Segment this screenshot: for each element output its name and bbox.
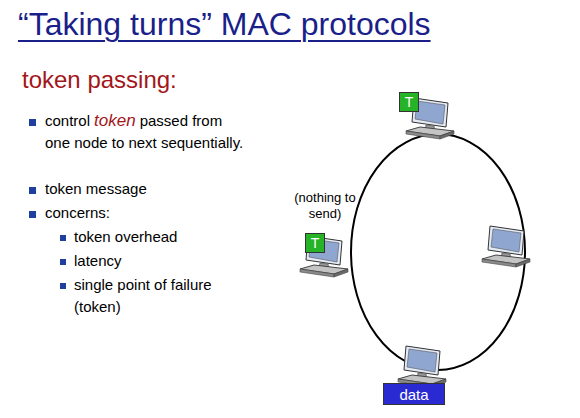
bullet-text: control <box>45 112 90 129</box>
sub-bullet-text: single point of failure (token) <box>74 274 244 318</box>
node-text: T <box>311 235 320 251</box>
bullet-marker <box>60 235 66 241</box>
token-square: T <box>305 233 325 253</box>
token-square: T <box>399 92 419 112</box>
bullet-text: concerns: <box>45 202 110 224</box>
node-text: T <box>405 94 414 110</box>
sub-bullet-text: latency <box>74 250 122 272</box>
bullet-marker <box>29 187 36 194</box>
emphasis-word: token <box>94 111 136 130</box>
bullet-marker <box>60 259 66 265</box>
computer-icon <box>398 346 446 387</box>
bullet-marker <box>60 283 66 289</box>
bullet-text-block: controltokenpassed from one node to next… <box>45 110 250 154</box>
annotation-note: (nothing to send) <box>290 190 360 222</box>
bullet-marker <box>29 119 36 126</box>
bullet-text: token message <box>45 178 147 200</box>
node-text: data <box>399 386 428 403</box>
bullet-marker <box>29 211 36 218</box>
slide-title: “Taking turns” MAC protocols <box>18 6 431 43</box>
sub-bullet-text: token overhead <box>74 226 177 248</box>
computer-icon <box>482 226 530 267</box>
data-frame-box: data <box>383 383 445 405</box>
section-heading: token passing: <box>22 66 177 94</box>
